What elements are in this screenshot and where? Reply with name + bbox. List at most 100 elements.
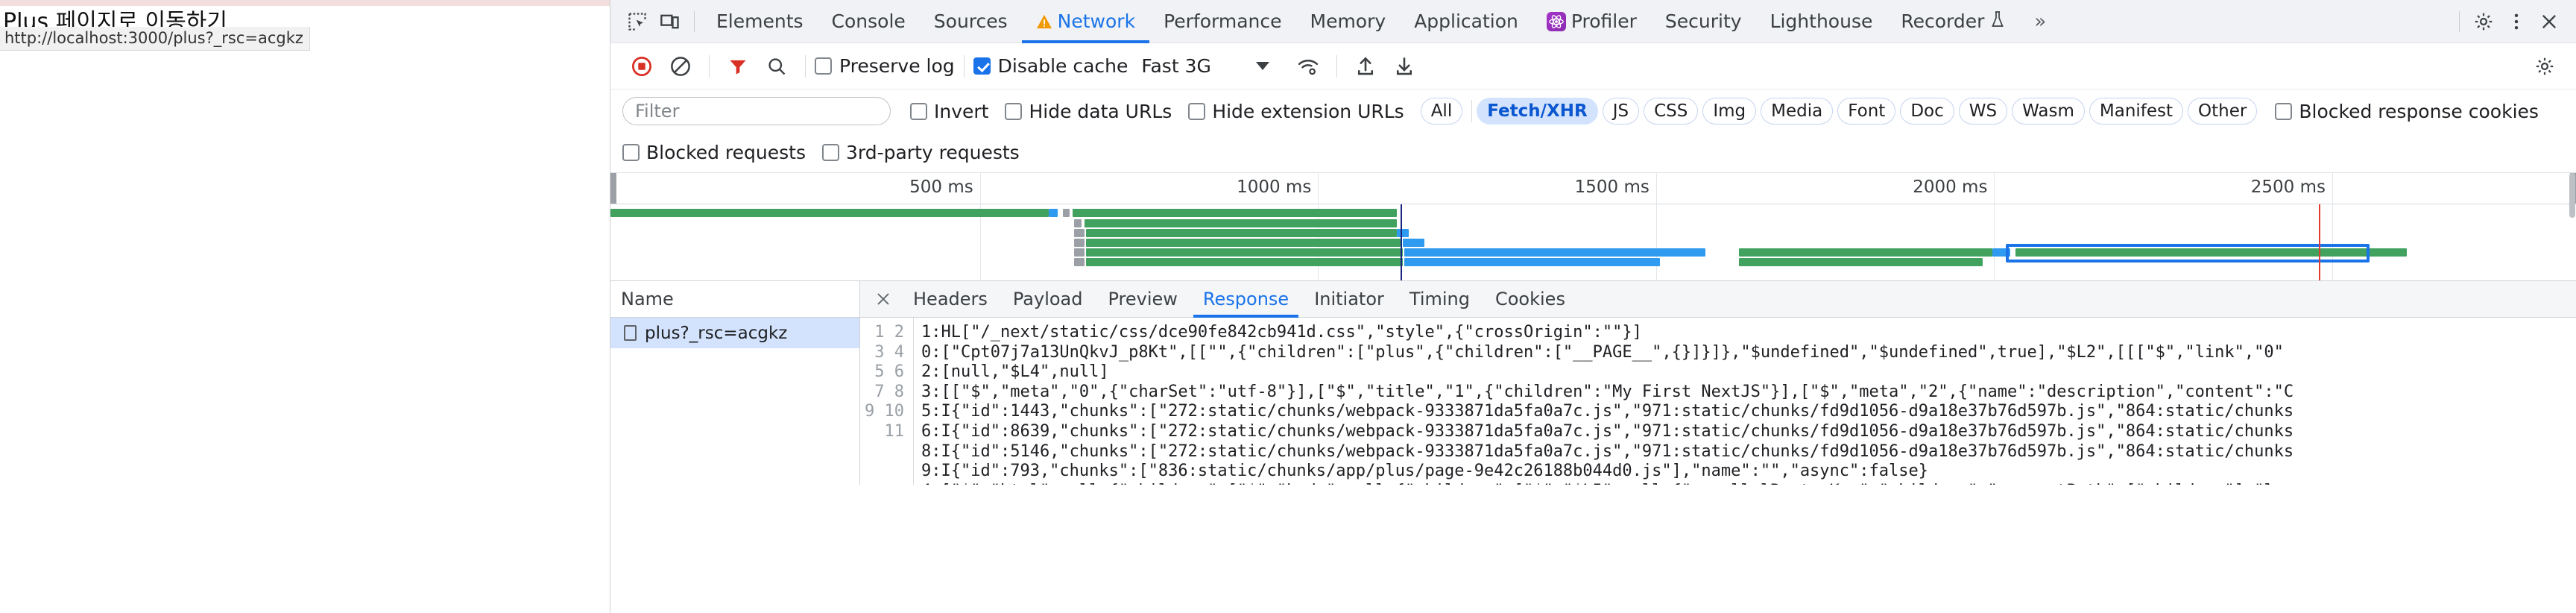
- overview-request-bar: [1086, 239, 1401, 247]
- search-icon[interactable]: [757, 47, 796, 86]
- preserve-log-checkbox[interactable]: Preserve log: [815, 55, 955, 77]
- type-chip-doc[interactable]: Doc: [1900, 98, 1954, 125]
- detail-tab-label: Payload: [1012, 289, 1083, 309]
- line-number-gutter: 1 2 3 4 5 6 7 8 9 10 11: [860, 318, 914, 485]
- invert-label: Invert: [934, 100, 989, 122]
- detail-tab-headers[interactable]: Headers: [900, 281, 1000, 318]
- detail-tab-label: Headers: [913, 289, 988, 309]
- tab-label: Performance: [1164, 10, 1282, 32]
- tab-label: Application: [1414, 10, 1518, 32]
- overview-request-bar: [1074, 258, 1085, 266]
- detail-tab-cookies[interactable]: Cookies: [1483, 281, 1578, 318]
- type-chip-js[interactable]: JS: [1602, 98, 1640, 125]
- close-icon[interactable]: [866, 282, 900, 316]
- detail-tab-response[interactable]: Response: [1190, 281, 1301, 318]
- type-chip-manifest[interactable]: Manifest: [2089, 98, 2184, 125]
- tab-label: Memory: [1310, 10, 1386, 32]
- checkbox-box: [821, 144, 839, 161]
- tab-lighthouse[interactable]: Lighthouse: [1756, 0, 1887, 43]
- request-row[interactable]: plus?_rsc=acgkz: [610, 318, 859, 348]
- devtools-scrollbar[interactable]: [2569, 0, 2576, 613]
- detail-tab-initiator[interactable]: Initiator: [1301, 281, 1397, 318]
- overview-selected-request-highlight: [2006, 244, 2370, 263]
- inspect-element-icon[interactable]: [621, 5, 654, 38]
- panel-settings-gear-icon[interactable]: [2525, 47, 2564, 86]
- type-chip-font[interactable]: Font: [1837, 98, 1896, 125]
- devtools-tab-bar: Elements Console Sources Network Perform…: [610, 0, 2576, 43]
- tab-security[interactable]: Security: [1651, 0, 1756, 43]
- toolbar-divider-4: [1336, 54, 1337, 78]
- detail-tab-timing[interactable]: Timing: [1397, 281, 1483, 318]
- request-list-column: Name plus?_rsc=acgkz: [610, 281, 860, 485]
- chip-label: Manifest: [2099, 101, 2174, 121]
- toolbar-divider-3: [963, 54, 965, 78]
- type-chip-all[interactable]: All: [1420, 98, 1463, 125]
- filter-input[interactable]: [622, 97, 891, 125]
- chip-label: Fetch/XHR: [1487, 101, 1588, 121]
- blocked-response-cookies-label: Blocked response cookies: [2299, 100, 2539, 122]
- tab-performance[interactable]: Performance: [1149, 0, 1295, 43]
- request-detail-tabs: Headers Payload Preview Response Initiat…: [860, 281, 2576, 318]
- checkbox-box: [815, 57, 832, 75]
- type-chip-wasm[interactable]: Wasm: [2012, 98, 2085, 125]
- upload-icon[interactable]: [1346, 47, 1385, 86]
- type-chip-ws[interactable]: WS: [1958, 98, 2008, 125]
- download-icon[interactable]: [1385, 47, 1424, 86]
- type-chip-media[interactable]: Media: [1761, 98, 1834, 125]
- tab-memory[interactable]: Memory: [1296, 0, 1401, 43]
- hide-extension-urls-checkbox[interactable]: Hide extension URLs: [1188, 101, 1404, 122]
- clear-icon[interactable]: [661, 47, 700, 86]
- overview-tick-label: 2500 ms: [2250, 177, 2326, 197]
- overview-tick-line: [1655, 173, 1657, 280]
- blocked-requests-checkbox[interactable]: Blocked requests: [622, 142, 806, 163]
- type-chip-other[interactable]: Other: [2188, 98, 2258, 125]
- type-chip-css[interactable]: CSS: [1644, 98, 1699, 125]
- type-chip-img[interactable]: Img: [1702, 98, 1757, 125]
- close-icon[interactable]: [2533, 5, 2566, 38]
- detail-tab-payload[interactable]: Payload: [1000, 281, 1096, 318]
- disable-cache-checkbox[interactable]: Disable cache: [973, 55, 1128, 77]
- tab-label: Console: [831, 10, 906, 32]
- tab-network[interactable]: Network: [1021, 0, 1150, 43]
- response-body-viewer[interactable]: 1 2 3 4 5 6 7 8 9 10 11 1:HL["/_next/sta…: [860, 318, 2576, 485]
- tab-console[interactable]: Console: [818, 0, 920, 43]
- tab-elements[interactable]: Elements: [702, 0, 818, 43]
- filter-funnel-icon[interactable]: [719, 47, 757, 86]
- wifi-settings-icon[interactable]: [1289, 47, 1328, 86]
- detail-tab-label: Cookies: [1494, 289, 1565, 309]
- chip-label: WS: [1969, 101, 1998, 121]
- tab-label: Profiler: [1570, 10, 1637, 32]
- third-party-requests-checkbox[interactable]: 3rd-party requests: [821, 142, 1020, 163]
- overview-request-bar: [1086, 258, 1403, 266]
- hide-data-urls-checkbox[interactable]: Hide data URLs: [1005, 101, 1172, 122]
- blocked-response-cookies-checkbox[interactable]: Blocked response cookies: [2275, 101, 2539, 122]
- invert-checkbox[interactable]: Invert: [910, 101, 988, 122]
- type-chip-fetch-xhr[interactable]: Fetch/XHR: [1477, 98, 1598, 125]
- overview-request-bar: [1084, 219, 1397, 227]
- more-tabs-button[interactable]: »: [2020, 0, 2058, 43]
- checkbox-box: [1005, 102, 1023, 120]
- tab-sources[interactable]: Sources: [920, 0, 1022, 43]
- tab-application[interactable]: Application: [1400, 0, 1532, 43]
- request-name: plus?_rsc=acgkz: [645, 323, 788, 343]
- tab-profiler[interactable]: Profiler: [1532, 0, 1651, 43]
- flask-icon: [1989, 10, 2006, 33]
- tab-label: Sources: [933, 10, 1008, 32]
- gear-icon[interactable]: [2467, 5, 2500, 38]
- tab-label: Elements: [716, 10, 804, 32]
- chip-label: All: [1430, 101, 1453, 121]
- detail-tab-preview[interactable]: Preview: [1096, 281, 1190, 318]
- scrollbar-thumb[interactable]: [2569, 173, 2575, 218]
- record-stop-icon[interactable]: [622, 47, 661, 86]
- device-toolbar-icon[interactable]: [654, 5, 686, 38]
- tab-recorder[interactable]: Recorder: [1887, 0, 2020, 43]
- overview-request-bar: [1404, 248, 1705, 257]
- tab-label: Network: [1057, 10, 1136, 32]
- throttling-dropdown[interactable]: Fast 3G: [1141, 55, 1269, 77]
- kebab-menu-icon[interactable]: [2500, 5, 2533, 38]
- overview-scroll-handle-left[interactable]: [610, 173, 616, 204]
- overview-request-bar: [1404, 258, 1661, 266]
- chip-label: Media: [1771, 101, 1823, 121]
- overview-request-bar: [1738, 248, 1992, 257]
